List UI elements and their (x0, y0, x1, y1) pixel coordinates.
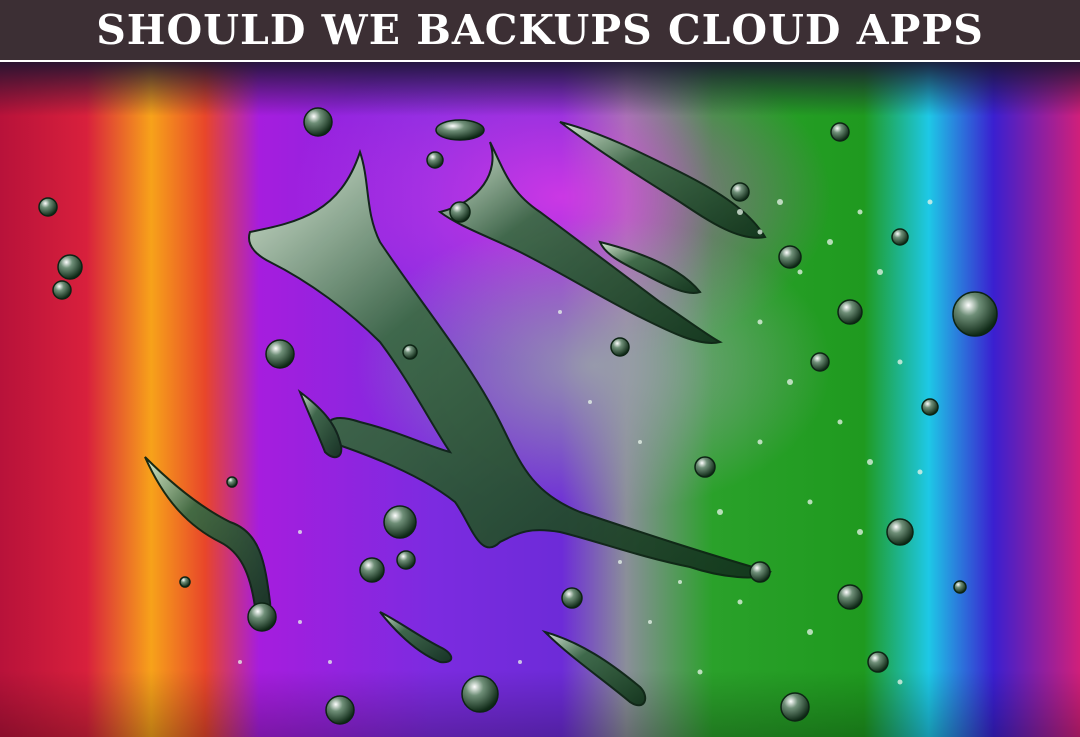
liquid-splash-illustration (0, 62, 1080, 737)
title-banner: SHOULD WE BACKUPS CLOUD APPS (0, 0, 1080, 60)
page-title: SHOULD WE BACKUPS CLOUD APPS (96, 6, 984, 54)
hero-image (0, 62, 1080, 737)
